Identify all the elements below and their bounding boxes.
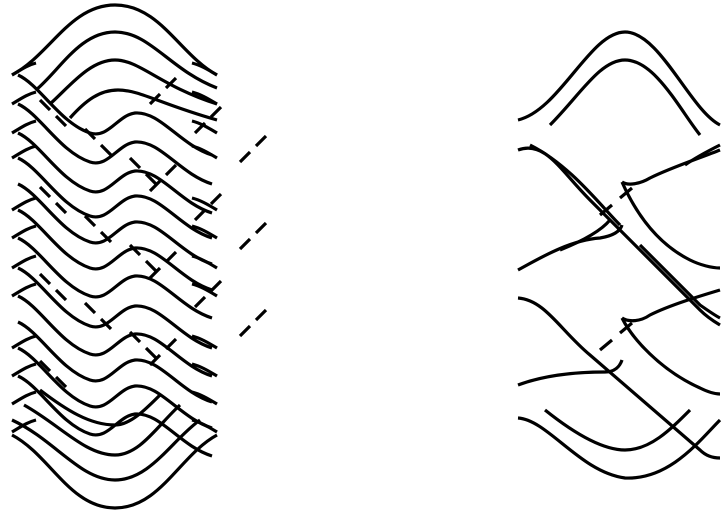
left-wave-strand-2 — [18, 133, 212, 213]
left-stub-in-7 — [12, 284, 36, 296]
left-bottom-arc-3 — [24, 405, 180, 455]
left-wave-strand-9 — [18, 322, 212, 402]
left-braid-diagram — [12, 5, 266, 508]
left-bottom-arc-2 — [12, 420, 200, 480]
left-stub-in-9 — [12, 364, 36, 376]
left-wave-strand-8 — [18, 296, 212, 376]
right-left-loop-1b — [560, 220, 610, 250]
left-stub-in-2 — [12, 121, 36, 133]
left-stub-in-5 — [12, 226, 36, 238]
left-crossing-dash-b-2 — [240, 136, 266, 162]
right-right-loop-1a — [622, 150, 720, 184]
right-right-loop-1c — [685, 145, 720, 165]
right-bottom-arc-inner — [545, 410, 690, 450]
right-top-arc-outer — [518, 32, 720, 125]
right-crossing-dash-2 — [600, 323, 632, 350]
left-crossing-dash-b-5 — [240, 223, 266, 249]
right-left-loop-2a — [518, 360, 622, 385]
right-right-loop-1b — [622, 182, 720, 268]
right-braid-diagram — [518, 32, 720, 478]
left-stub-in-3 — [12, 146, 36, 158]
left-top-arc-1 — [12, 5, 217, 75]
left-stub-in-0 — [12, 63, 36, 75]
left-crossing-dash-b-8 — [240, 310, 266, 336]
left-stub-in-6 — [12, 256, 36, 268]
left-bottom-arc-1 — [12, 435, 217, 508]
left-stub-in-8 — [12, 336, 36, 348]
left-stub-in-1 — [12, 92, 36, 104]
left-wave-strand-1 — [18, 104, 212, 184]
left-crossing-dash-4 — [85, 216, 111, 242]
left-top-arc-3 — [50, 60, 217, 104]
left-stub-in-10 — [12, 392, 36, 404]
left-stub-in-4 — [12, 198, 36, 210]
left-crossing-dash-9 — [40, 361, 66, 387]
right-right-loop-2b — [622, 318, 720, 394]
right-top-arc-inner — [550, 60, 700, 135]
left-wave-strand-6 — [18, 238, 212, 318]
right-crossing-dash-1 — [600, 188, 632, 215]
left-wave-strand-0 — [18, 75, 212, 155]
